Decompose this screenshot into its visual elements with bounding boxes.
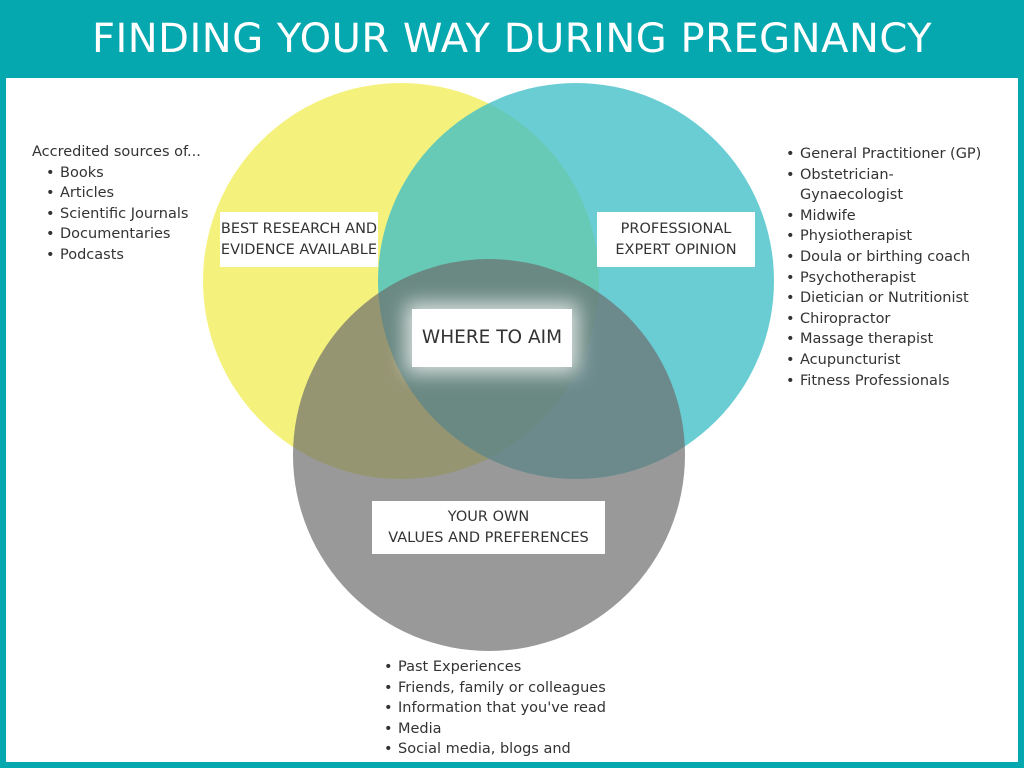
- list-item: Obstetrician-Gynaecologist: [786, 165, 986, 206]
- values-label: YOUR OWN VALUES AND PREFERENCES: [372, 501, 605, 554]
- list-item: Massage therapist: [786, 329, 986, 350]
- list-item: General Practitioner (GP): [786, 144, 986, 165]
- list-item: Chiropractor: [786, 309, 986, 330]
- list-item: Physiotherapist: [786, 226, 986, 247]
- research-label: BEST RESEARCH AND EVIDENCE AVAILABLE: [220, 212, 378, 267]
- list-item: Friends, family or colleagues: [384, 678, 644, 699]
- diagram-panel: Accredited sources of... Books Articles …: [6, 78, 1018, 762]
- expert-label: PROFESSIONAL EXPERT OPINION: [597, 212, 755, 267]
- list-item: Scientific Journals: [46, 204, 201, 225]
- list-item: Documentaries: [46, 224, 201, 245]
- research-sources-list: Accredited sources of... Books Articles …: [32, 142, 201, 266]
- list-item: Midwife: [786, 206, 986, 227]
- list-item: Acupuncturist: [786, 350, 986, 371]
- list-item: Psychotherapist: [786, 268, 986, 289]
- list-item: Dietician or Nutritionist: [786, 288, 986, 309]
- list-item: Past Experiences: [384, 657, 644, 678]
- where-to-aim-label: WHERE TO AIM: [412, 309, 572, 367]
- list-item: Doula or birthing coach: [786, 247, 986, 268]
- list-item: Books: [46, 163, 201, 184]
- list-item: Podcasts: [46, 245, 201, 266]
- list-item: Fitness Professionals: [786, 371, 986, 392]
- expert-list: General Practitioner (GP) Obstetrician-G…: [786, 144, 986, 391]
- title-banner: FINDING YOUR WAY DURING PREGNANCY: [0, 0, 1024, 78]
- list-item: Media: [384, 719, 644, 740]
- list-item: Information that you've read: [384, 698, 644, 719]
- research-list-intro: Accredited sources of...: [32, 144, 201, 160]
- list-item: Articles: [46, 183, 201, 204]
- values-list: Past Experiences Friends, family or coll…: [384, 657, 644, 760]
- page-title: FINDING YOUR WAY DURING PREGNANCY: [91, 16, 933, 62]
- list-item: Social media, blogs and: [384, 739, 644, 760]
